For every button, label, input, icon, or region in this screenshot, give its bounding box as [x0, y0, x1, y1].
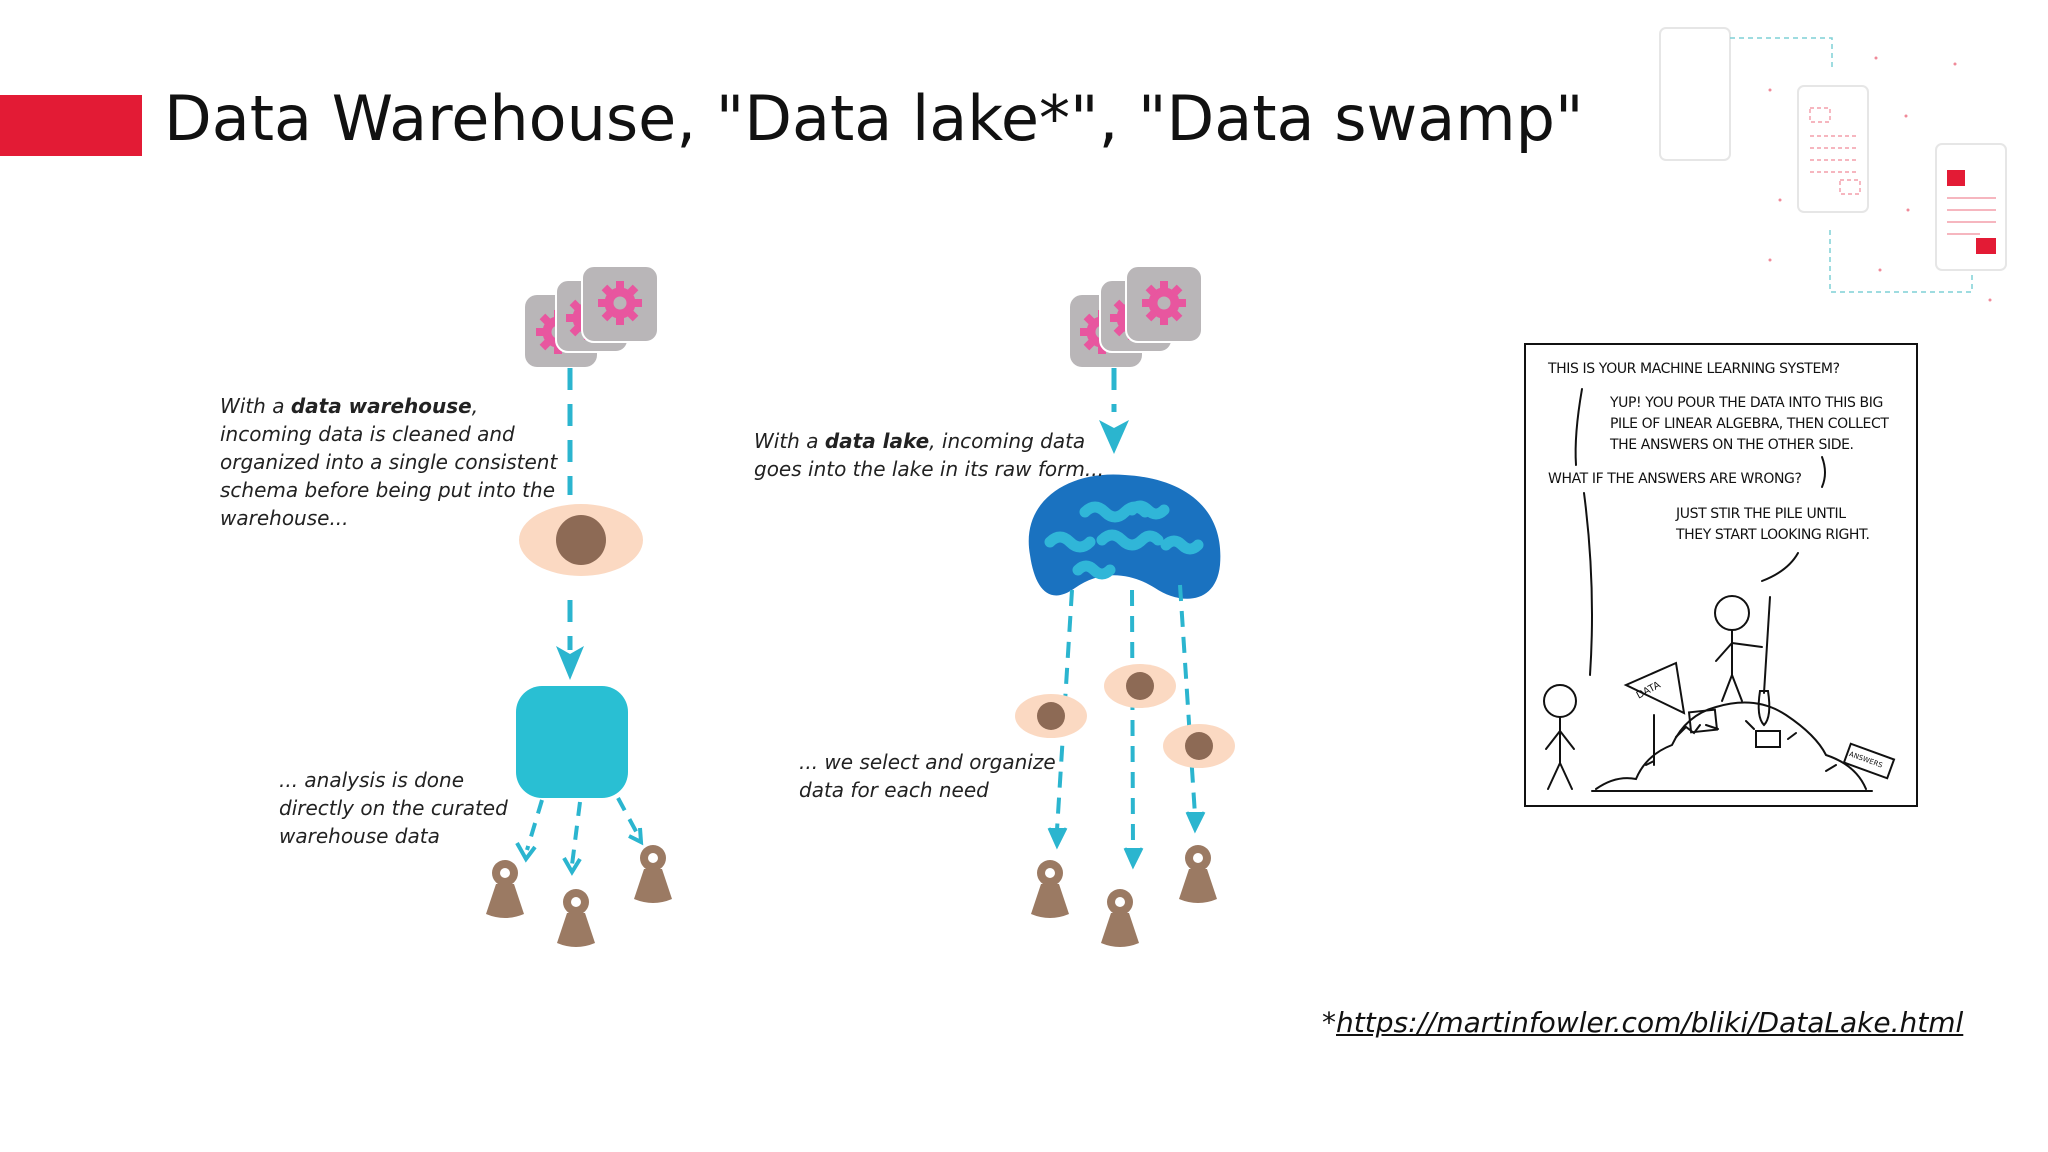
filter-eye-icon	[1015, 694, 1087, 738]
caption-line: ... we select and organize	[799, 750, 1056, 774]
slide-title: Data Warehouse, "Data lake*", "Data swam…	[164, 82, 1584, 155]
gear-source-icon	[525, 265, 659, 367]
gear-source-icon	[1070, 265, 1203, 367]
warehouse-box	[516, 686, 628, 798]
person-icon-1	[486, 860, 524, 918]
comic-line: THIS IS YOUR MACHINE LEARNING SYSTEM?	[1548, 361, 1840, 377]
warehouse-diagram	[486, 265, 672, 947]
person-icon-3	[634, 845, 672, 903]
lake-diagram	[1015, 265, 1235, 947]
filter-eye-icon	[1104, 664, 1176, 708]
caption-bold-term: data warehouse	[290, 394, 472, 418]
comic-drawing: DATA ANSWERS	[1543, 388, 1896, 792]
footnote-marker: *	[1322, 1006, 1336, 1039]
comic-line: THEY START LOOKING RIGHT.	[1676, 527, 1870, 543]
comic-line: PILE OF LINEAR ALGEBRA, THEN COLLECT	[1610, 416, 1889, 432]
warehouse-analysis-caption: ... analysis is done directly on the cur…	[279, 766, 508, 850]
warehouse-intro-caption: With a data warehouse, incoming data is …	[220, 392, 557, 532]
caption-line: warehouse data	[279, 824, 440, 848]
caption-text: With a	[754, 429, 825, 453]
caption-line: organized into a single consistent	[220, 450, 558, 474]
caption-line: incoming data is cleaned and	[220, 422, 515, 446]
caption-line: schema before being put into the	[220, 478, 555, 502]
person-icon-2	[557, 889, 595, 947]
caption-line: goes into the lake in its raw form...	[754, 457, 1104, 481]
caption-bold-term: data lake	[824, 429, 930, 453]
person-icon-2	[1101, 889, 1139, 947]
comic-line: JUST STIR THE PILE UNTIL	[1676, 506, 1846, 522]
decorative-devices-illustration	[1659, 27, 2007, 302]
comic-line: YUP! YOU POUR THE DATA INTO THIS BIG	[1610, 395, 1883, 411]
lake-select-caption: ... we select and organize data for each…	[799, 748, 1056, 804]
person-icon-1	[1031, 860, 1069, 918]
caption-text: ,	[471, 394, 479, 418]
caption-text: , incoming data	[929, 429, 1086, 453]
caption-line: ... analysis is done	[279, 768, 465, 792]
person-icon-3	[1179, 845, 1217, 903]
comic-line: THE ANSWERS ON THE OTHER SIDE.	[1610, 437, 1854, 453]
source-link[interactable]: *https://martinfowler.com/bliki/DataLake…	[1322, 1006, 1963, 1039]
xkcd-comic-panel: THIS IS YOUR MACHINE LEARNING SYSTEM? YU…	[1524, 343, 1918, 807]
caption-line: directly on the curated	[279, 796, 508, 820]
source-url[interactable]: https://martinfowler.com/bliki/DataLake.…	[1336, 1006, 1964, 1039]
lake-intro-caption: With a data lake, incoming data goes int…	[754, 427, 1104, 483]
title-accent-bar	[0, 95, 142, 156]
data-sign-label: DATA	[1635, 680, 1663, 702]
caption-text: With a	[220, 394, 291, 418]
comic-line: WHAT IF THE ANSWERS ARE WRONG?	[1548, 471, 1802, 487]
caption-line: warehouse...	[220, 506, 349, 530]
filter-eye-icon	[1163, 724, 1235, 768]
caption-line: data for each need	[799, 778, 989, 802]
